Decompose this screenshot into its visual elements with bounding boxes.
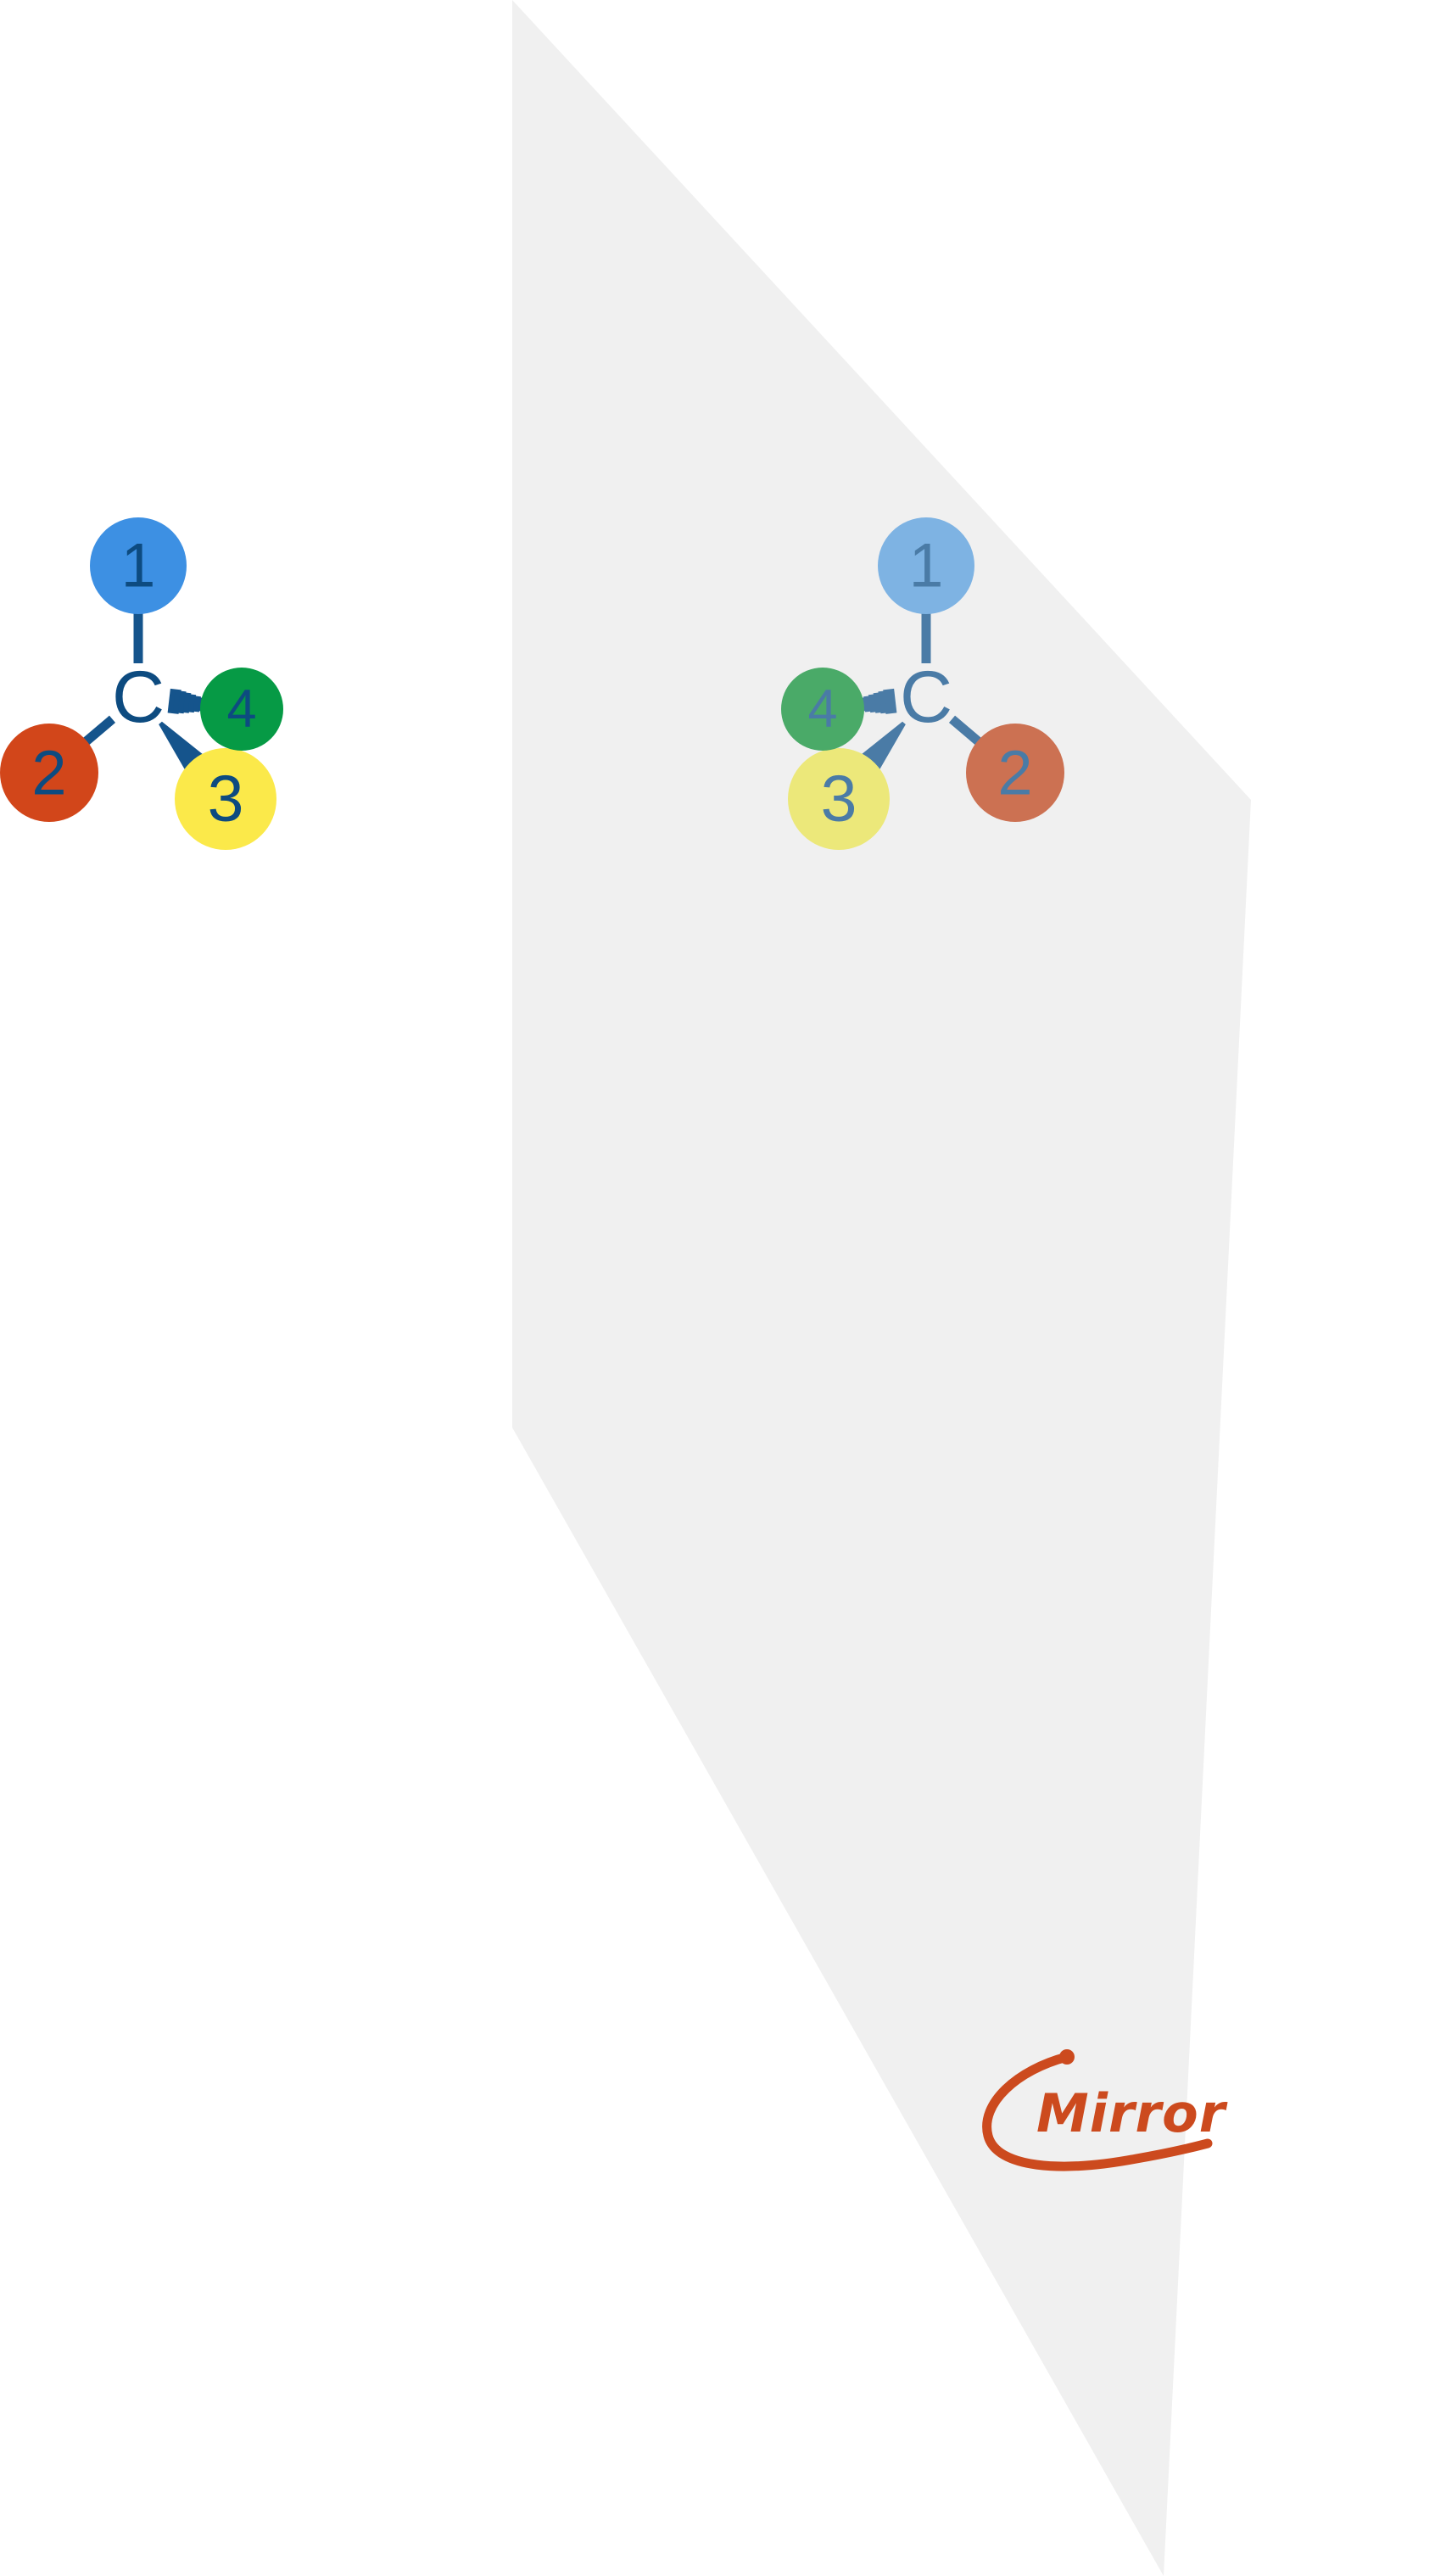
mirror-label: Mirror [1036, 2082, 1226, 2144]
substituent-3[interactable]: 3 [788, 748, 890, 850]
substituent-circle-4[interactable] [200, 668, 283, 751]
substituent-circle-2[interactable] [0, 724, 98, 822]
substituent-3[interactable]: 3 [175, 748, 276, 850]
substituent-label-1: 1 [121, 532, 156, 601]
substituent-1[interactable]: 1 [878, 517, 974, 614]
substituent-circle-4[interactable] [781, 668, 864, 751]
mirror-annotation [982, 2049, 1213, 2171]
leader-endpoint-dot [1059, 2049, 1075, 2065]
stereocenter-label: C [112, 657, 165, 738]
substituent-label-2: 2 [997, 738, 1032, 808]
substituent-label-1: 1 [909, 532, 944, 601]
stereocenter-label: C [900, 657, 952, 738]
substituent-2[interactable]: 2 [966, 724, 1064, 822]
molecules-layer: 1 2 3 4 C 1 2 3 4 C [0, 517, 1064, 850]
mirror-plane [512, 0, 1251, 2576]
substituent-circle-3[interactable] [788, 748, 890, 850]
leader-line [982, 2052, 1213, 2171]
substituent-circle-1[interactable] [90, 517, 187, 614]
substituent-label-3: 3 [821, 763, 857, 835]
substituent-circle-2[interactable] [966, 724, 1064, 822]
substituent-4[interactable]: 4 [781, 668, 864, 751]
substituent-1[interactable]: 1 [90, 517, 187, 614]
molecule-original: 1 2 3 4 C [0, 517, 283, 850]
substituent-4[interactable]: 4 [200, 668, 283, 751]
substituent-label-4: 4 [226, 679, 256, 739]
substituent-label-2: 2 [31, 738, 66, 808]
substituent-circle-1[interactable] [878, 517, 974, 614]
substituent-circle-3[interactable] [175, 748, 276, 850]
molecule-reflection: 1 2 3 4 C [781, 517, 1064, 850]
substituent-label-3: 3 [208, 763, 244, 835]
substituent-2[interactable]: 2 [0, 724, 98, 822]
substituent-label-4: 4 [807, 679, 837, 739]
